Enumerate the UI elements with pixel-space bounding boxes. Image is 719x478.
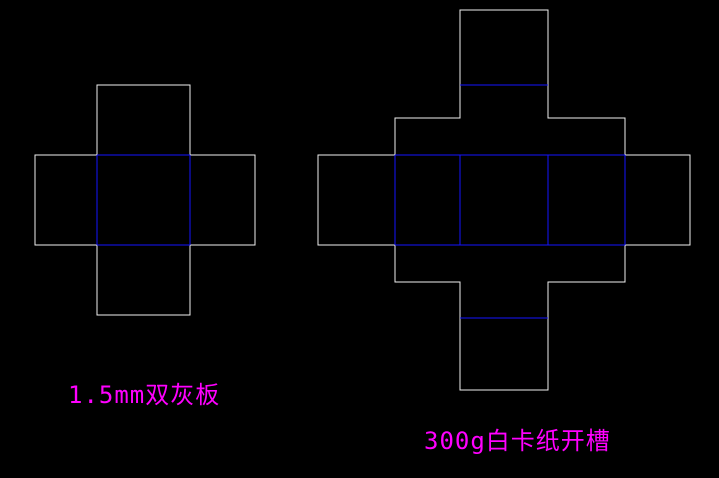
whitecard-label: 300g白卡纸开槽 xyxy=(424,427,611,455)
grayboard-label: 1.5mm双灰板 xyxy=(68,381,221,409)
grayboard-cross-dieline xyxy=(34,84,256,316)
whitecard-slotted-dieline xyxy=(317,9,691,391)
grayboard-cross-dieline-cut-outline xyxy=(34,84,256,316)
whitecard-slotted-dieline-cut-outline xyxy=(317,9,691,391)
